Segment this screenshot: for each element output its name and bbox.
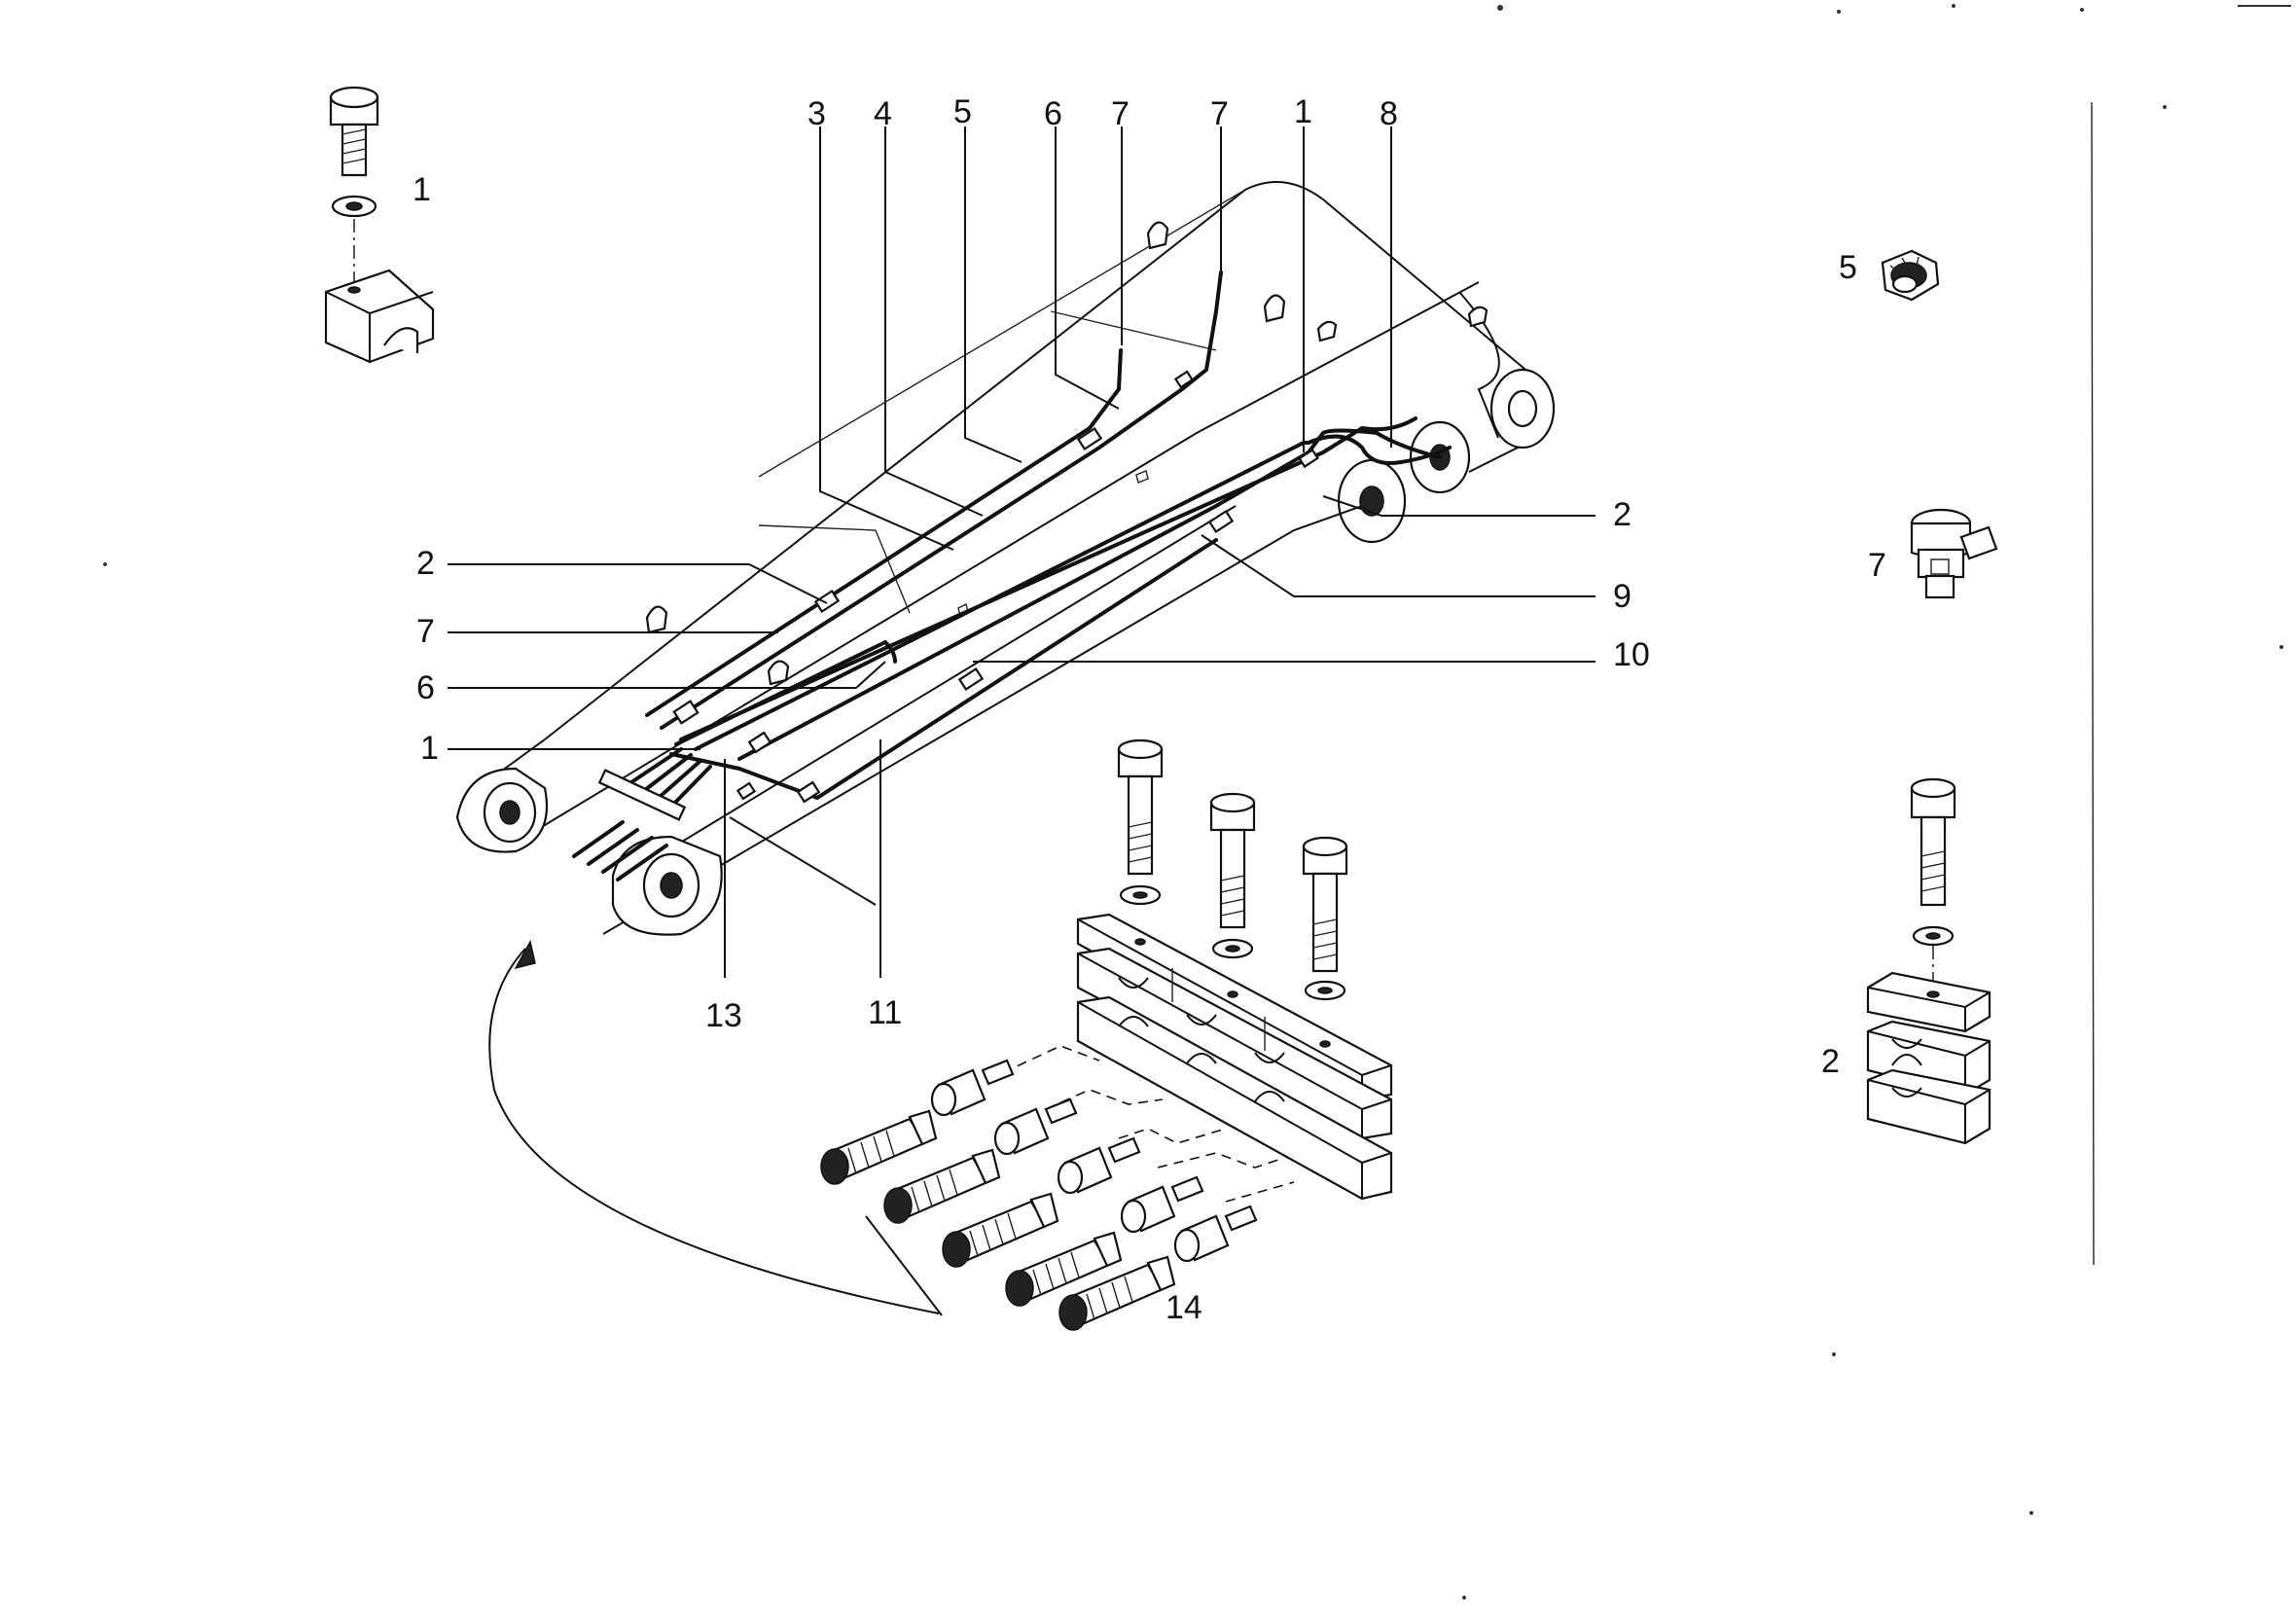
callout-4: 4 <box>874 95 892 132</box>
callout-1: 1 <box>420 730 439 767</box>
callout-14: 14 <box>1166 1289 1202 1326</box>
callout-5: 5 <box>1839 249 1857 286</box>
fitting-row-5 <box>1058 1205 1258 1331</box>
callout-labels: 3 4 5 6 7 7 1 8 2 7 6 1 2 9 10 13 11 14 … <box>413 93 1886 1326</box>
leader-lines <box>448 126 1596 978</box>
fitting-row-4 <box>1005 1175 1204 1307</box>
hose-fittings <box>820 1059 1258 1331</box>
callout-13: 13 <box>705 997 742 1034</box>
callout-7: 7 <box>1111 95 1130 132</box>
detail-clamp-2 <box>1866 777 1991 1145</box>
callout-1: 1 <box>1294 93 1312 130</box>
bolt-b <box>1209 792 1256 959</box>
bolt-a <box>1117 738 1164 906</box>
callout-1: 1 <box>413 171 431 208</box>
fitting-row-3 <box>942 1136 1141 1268</box>
callout-11: 11 <box>868 994 902 1031</box>
detail-nut-5 <box>1881 249 1940 302</box>
fitting-row-2 <box>883 1097 1078 1224</box>
callout-9: 9 <box>1613 578 1632 615</box>
page-margin-line <box>2091 101 2095 1266</box>
callout-10: 10 <box>1613 636 1650 673</box>
hose-lines <box>572 270 1452 881</box>
callout-3: 3 <box>807 95 826 132</box>
callout-2: 2 <box>1613 496 1632 533</box>
detail-fitting-7 <box>1910 508 1998 599</box>
scan-specks <box>103 4 2291 1600</box>
boom-arm <box>455 181 1556 936</box>
callout-7: 7 <box>416 613 435 650</box>
callout-7: 7 <box>1868 547 1886 584</box>
fitting-row-1 <box>820 1059 1015 1185</box>
callout-5: 5 <box>953 93 972 130</box>
callout-2: 2 <box>416 545 435 582</box>
detail-arrow <box>488 939 943 1316</box>
callout-2: 2 <box>1821 1043 1840 1080</box>
callout-7: 7 <box>1210 95 1229 132</box>
callout-6: 6 <box>416 669 435 706</box>
detail-clamp-1 <box>324 86 435 364</box>
callout-8: 8 <box>1380 95 1398 132</box>
exploded-clamp-block <box>987 738 1393 1203</box>
callout-6: 6 <box>1044 95 1062 132</box>
bolt-c <box>1302 836 1348 1001</box>
